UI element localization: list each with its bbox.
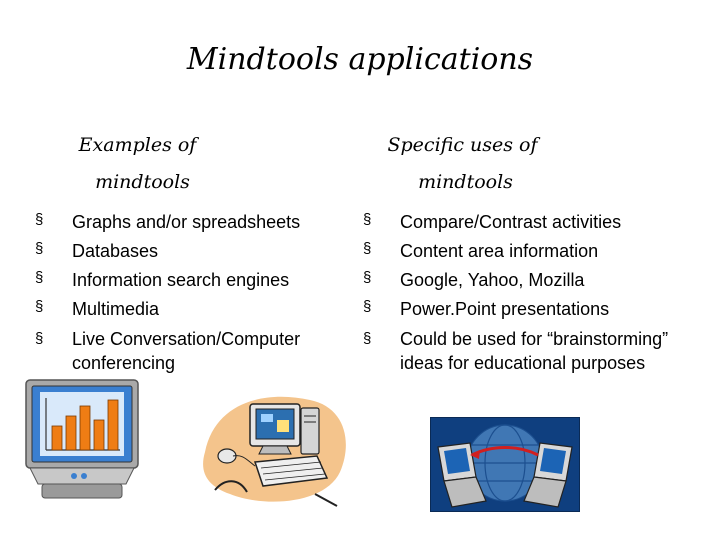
- list-item-text: Live Conversation/Computer conferencing: [72, 329, 301, 373]
- list-item-text: Databases: [72, 241, 159, 261]
- bullet-marker: §: [363, 240, 372, 257]
- list-item-text: Google, Yahoo, Mozilla: [400, 270, 585, 290]
- bullet-marker: §: [35, 269, 44, 286]
- list-item-text: Information search engines: [72, 270, 290, 290]
- left-heading-line2: mindtools: [95, 171, 190, 193]
- slide-title: Mindtools applications: [186, 42, 534, 77]
- bullet-marker: §: [35, 240, 44, 257]
- list-item: § Databases: [35, 237, 345, 266]
- bullet-marker: §: [363, 211, 372, 228]
- list-item: § Google, Yahoo, Mozilla: [363, 266, 703, 295]
- bullet-marker: §: [35, 330, 44, 347]
- mindtools-examples-list: § Graphs and/or spreadsheets § Databases §…: [35, 208, 345, 375]
- bullet-marker: §: [363, 330, 372, 347]
- list-item: § Graphs and/or spreadsheets: [35, 208, 345, 237]
- list-item-text: Multimedia: [72, 299, 160, 319]
- bullet-marker: §: [363, 298, 372, 315]
- networked-laptops-icon: [430, 417, 580, 512]
- list-item: § Information search engines: [35, 266, 345, 295]
- right-column-heading: Specific uses of mindtools: [375, 127, 550, 201]
- bullet-marker: §: [35, 211, 44, 228]
- list-item: § Power.Point presentations: [363, 295, 703, 324]
- right-heading-line1: Specific uses of: [387, 134, 538, 156]
- bullet-marker: §: [35, 298, 44, 315]
- left-heading-line1: Examples of: [78, 134, 197, 156]
- desktop-computer-icon: [203, 396, 346, 507]
- list-item: § Live Conversation/Computer conferencing: [35, 327, 345, 375]
- list-item-text: Content area information: [400, 241, 599, 261]
- list-item-text: Graphs and/or spreadsheets: [72, 212, 301, 232]
- bullet-marker: §: [363, 269, 372, 286]
- list-item: § Could be used for “brainstorming” ideas…: [363, 327, 703, 375]
- right-heading-line2: mindtools: [418, 171, 513, 193]
- list-item: § Content area information: [363, 237, 703, 266]
- left-column-heading: Examples of mindtools: [55, 127, 220, 201]
- monitor-chart-icon: [25, 379, 139, 499]
- list-item-text: Compare/Contrast activities: [400, 212, 622, 232]
- list-item: § Compare/Contrast activities: [363, 208, 703, 237]
- list-item-text: Power.Point presentations: [400, 299, 610, 319]
- list-item: § Multimedia: [35, 295, 345, 324]
- list-item-text: Could be used for “brainstorming” ideas …: [400, 329, 669, 373]
- mindtools-uses-list: § Compare/Contrast activities § Content ar…: [363, 208, 703, 375]
